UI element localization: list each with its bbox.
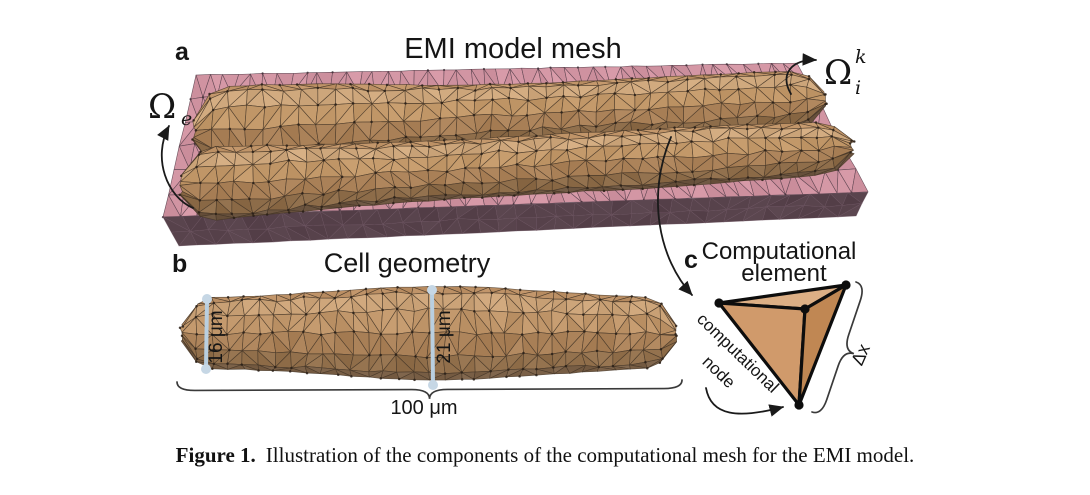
panel-c-title-line2: element [741, 260, 827, 287]
panel-c-title-line1: Computational [702, 238, 857, 265]
panel-c-label: c [684, 246, 698, 274]
panel-a-label: a [175, 38, 190, 66]
measure-dot [201, 364, 211, 374]
panel-a-title: EMI model mesh [404, 33, 622, 65]
measure-line-16um [204, 298, 209, 370]
omega-e-subscript: e [181, 108, 192, 130]
emi-mesh-illustration [161, 62, 869, 382]
measure-line-21um [430, 289, 435, 386]
omega-i-arrow [785, 53, 817, 95]
measure-label-21um: 21 μm [434, 310, 455, 363]
tetra-vertex-node [714, 298, 724, 308]
omega-i-symbol: Ω [824, 53, 852, 93]
measure-label-100um: 100 μm [390, 397, 457, 419]
figure-caption: Figure 1. Illustration of the components … [0, 443, 1090, 468]
panel-b-label: b [172, 250, 187, 278]
measure-dot [428, 380, 438, 390]
measure-dot [202, 294, 212, 304]
node-arrow [705, 387, 784, 417]
caption-text: Illustration of the components of the co… [265, 443, 915, 467]
mesh-to-element-arrow [657, 136, 693, 296]
omega-i-superscript: k [855, 46, 867, 68]
caption-tag: Figure 1. [175, 443, 256, 467]
measure-dot [427, 285, 437, 295]
measure-label-16um: 16 μm [206, 310, 227, 363]
tetra-vertex-node [800, 304, 810, 314]
panel-c-tetrahedron [714, 280, 851, 410]
tetra-vertex-node [794, 400, 804, 410]
cell-tube-front-mesh [178, 121, 856, 221]
omega-e-arrow [157, 125, 194, 209]
panel-b-title: Cell geometry [324, 248, 491, 278]
omega-i-subscript: i [855, 77, 861, 99]
dx-label: Δx [847, 341, 874, 368]
panel-b-annotations: b Cell geometry 16 μm 21 μm 100 μm [172, 248, 683, 419]
omega-e-symbol: Ω [148, 87, 176, 127]
tetra-right-face [797, 283, 848, 407]
tetra-vertex-node [841, 280, 851, 290]
panel-a-annotations: a EMI model mesh Ω e Ω k i [148, 33, 867, 296]
single-cell-mesh [178, 285, 678, 382]
